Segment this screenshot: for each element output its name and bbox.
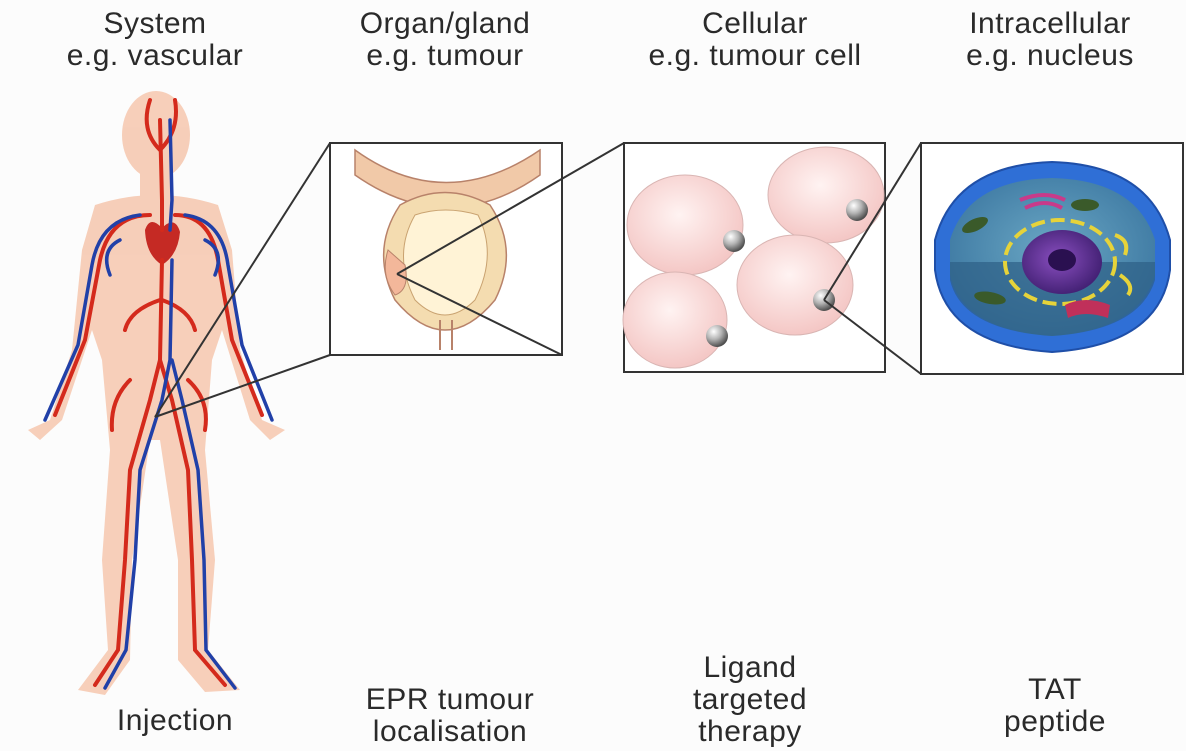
nanoparticle [706, 325, 728, 347]
caption-line: therapy [650, 716, 850, 748]
caption-line: Injection [75, 705, 275, 737]
tumour-cell [737, 235, 853, 335]
body-silhouette [28, 91, 285, 695]
nanoparticle [846, 199, 868, 221]
caption-line: localisation [335, 716, 565, 748]
organ-panel [330, 143, 562, 355]
caption-ligand: Ligand targeted therapy [650, 652, 850, 748]
tumour-cell [768, 147, 884, 243]
tumour-cell [627, 175, 743, 275]
caption-line: Ligand [650, 652, 850, 684]
caption-line: EPR tumour [335, 684, 565, 716]
caption-line: targeted [650, 684, 850, 716]
caption-tat: TAT peptide [975, 674, 1135, 738]
human-body-figure [28, 91, 285, 695]
nanoparticle [723, 230, 745, 252]
intracellular-panel [921, 143, 1183, 374]
caption-line: peptide [975, 706, 1135, 738]
caption-injection: Injection [75, 705, 275, 737]
caption-line: TAT [975, 674, 1135, 706]
tumour-cell [623, 272, 727, 368]
caption-epr: EPR tumour localisation [335, 684, 565, 748]
cells-panel [623, 143, 885, 372]
